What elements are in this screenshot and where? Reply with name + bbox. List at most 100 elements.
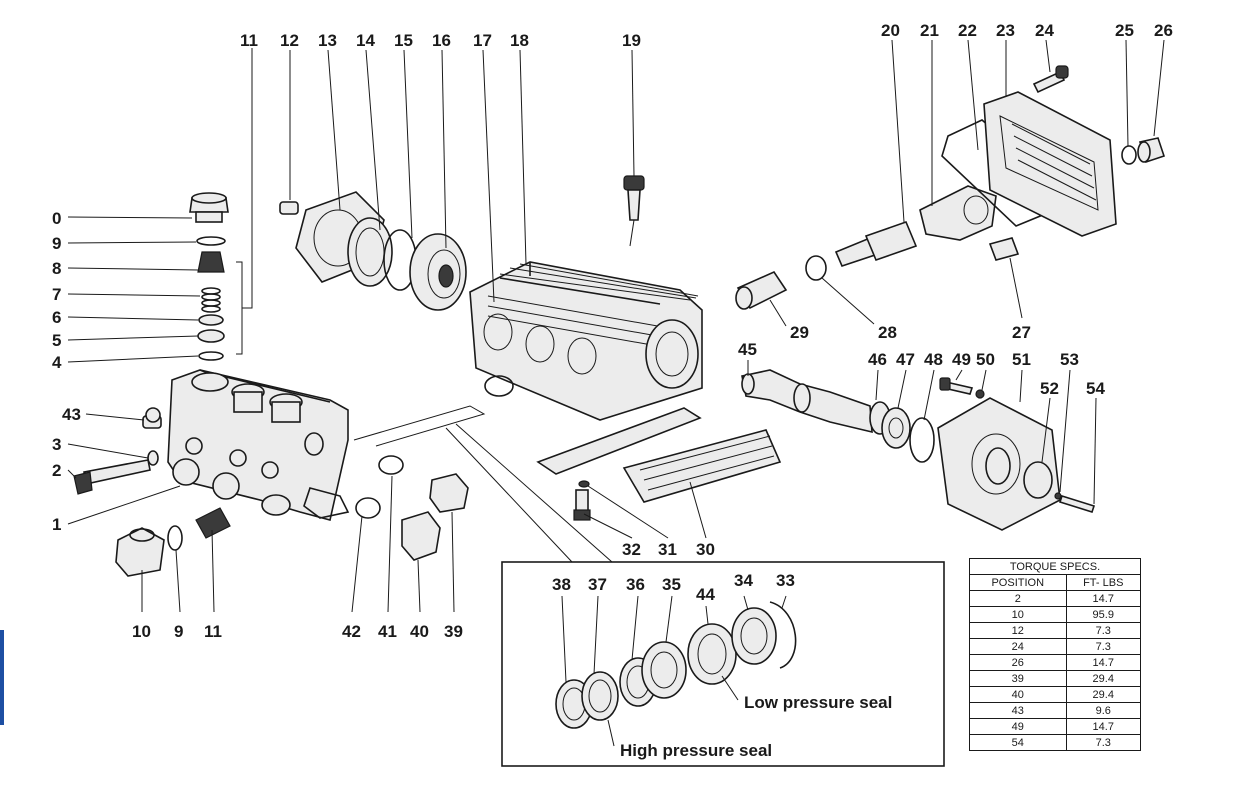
part-50-washer [975,389,985,399]
label-1: 1 [52,515,61,534]
label-51: 51 [1012,350,1031,369]
seal-kit-parts [555,601,797,729]
label-25: 25 [1115,21,1134,40]
torque-table-title-row: TORQUE SPECS. [969,558,1141,575]
cell-position: 12 [969,622,1067,639]
cell-ftlbs: 29.4 [1065,670,1141,687]
label-3: 3 [52,435,61,454]
label-15: 15 [394,31,413,50]
part-19-dipstick [623,175,645,247]
part-53-washer [1054,492,1062,500]
label-48: 48 [924,350,943,369]
label-21: 21 [920,21,939,40]
label-22: 22 [958,21,977,40]
label-8: 8 [52,259,61,278]
label-7: 7 [52,285,61,304]
part-42-ring [355,497,381,519]
label-16: 16 [432,31,451,50]
cell-position: 39 [969,670,1067,687]
part-12-screw [279,201,299,215]
label-6: 6 [52,308,61,327]
part-45-crankshaft [741,369,873,434]
cell-position: 2 [969,590,1067,607]
cell-ftlbs: 14.7 [1065,590,1141,607]
label-45: 45 [738,340,757,359]
valve-stack [189,48,253,361]
label-53: 53 [1060,350,1079,369]
label-47: 47 [896,350,915,369]
cell-position: 54 [969,734,1067,751]
part-16-bearing [409,233,467,311]
cell-ftlbs: 9.6 [1065,702,1141,719]
cell-position: 43 [969,702,1067,719]
cell-ftlbs: 95.9 [1065,606,1141,623]
cell-position: 10 [969,606,1067,623]
part-21-connecting-rod [919,185,997,241]
part-6-valve [198,314,224,326]
cell-ftlbs: 29.4 [1065,686,1141,703]
label-49: 49 [952,350,971,369]
part-35-support [641,641,687,699]
part-40-plug [401,511,441,561]
part-33-ring [769,601,797,669]
part-9-oring [196,236,226,246]
part-48-oring [909,417,935,463]
label-14: 14 [356,31,375,50]
label-0: 0 [52,209,61,228]
part-24-screw [1032,65,1069,94]
label-38: 38 [552,575,571,594]
label-54: 54 [1086,379,1105,398]
part-labels: 0 9 8 7 6 5 4 43 3 2 1 11 12 13 14 15 16… [52,21,1173,760]
part-47-bearing [881,407,911,449]
label-27: 27 [1012,323,1031,342]
torque-table-header-row: POSITION FT- LBS [969,574,1141,591]
part-26-plug [1137,137,1166,164]
label-46: 46 [868,350,887,369]
label-2: 2 [52,461,61,480]
leader-lines [67,39,1165,747]
cell-ftlbs: 7.3 [1065,622,1141,639]
label-24: 24 [1035,21,1054,40]
cell-ftlbs: 7.3 [1065,638,1141,655]
seal-kit-frame [501,561,945,767]
col-ftlbs-header: FT- LBS [1065,574,1141,591]
label-50: 50 [976,350,995,369]
part-44-seal [687,623,737,685]
label-36: 36 [626,575,645,594]
high-pressure-seal-note: High pressure seal [620,741,772,760]
label-9-lower: 9 [174,622,183,641]
label-41: 41 [378,622,397,641]
cell-position: 26 [969,654,1067,671]
cell-ftlbs: 14.7 [1065,654,1141,671]
label-31: 31 [658,540,677,559]
col-position-header: POSITION [969,574,1067,591]
label-40: 40 [410,622,429,641]
part-8-valve-cage [197,251,225,273]
cell-position: 49 [969,718,1067,735]
cell-position: 24 [969,638,1067,655]
label-29: 29 [790,323,809,342]
part-2-bolt [73,459,151,495]
label-26: 26 [1154,21,1173,40]
part-30-feet [536,407,782,503]
part-54-screw [1058,495,1096,513]
label-10: 10 [132,622,151,641]
label-23: 23 [996,21,1015,40]
label-33: 33 [776,571,795,590]
part-52-seal [1023,461,1053,499]
part-31-washer [578,480,590,488]
label-37: 37 [588,575,607,594]
part-4-oring [198,351,224,361]
part-1-manifold [167,369,350,521]
label-9: 9 [52,234,61,253]
label-4: 4 [52,353,62,372]
